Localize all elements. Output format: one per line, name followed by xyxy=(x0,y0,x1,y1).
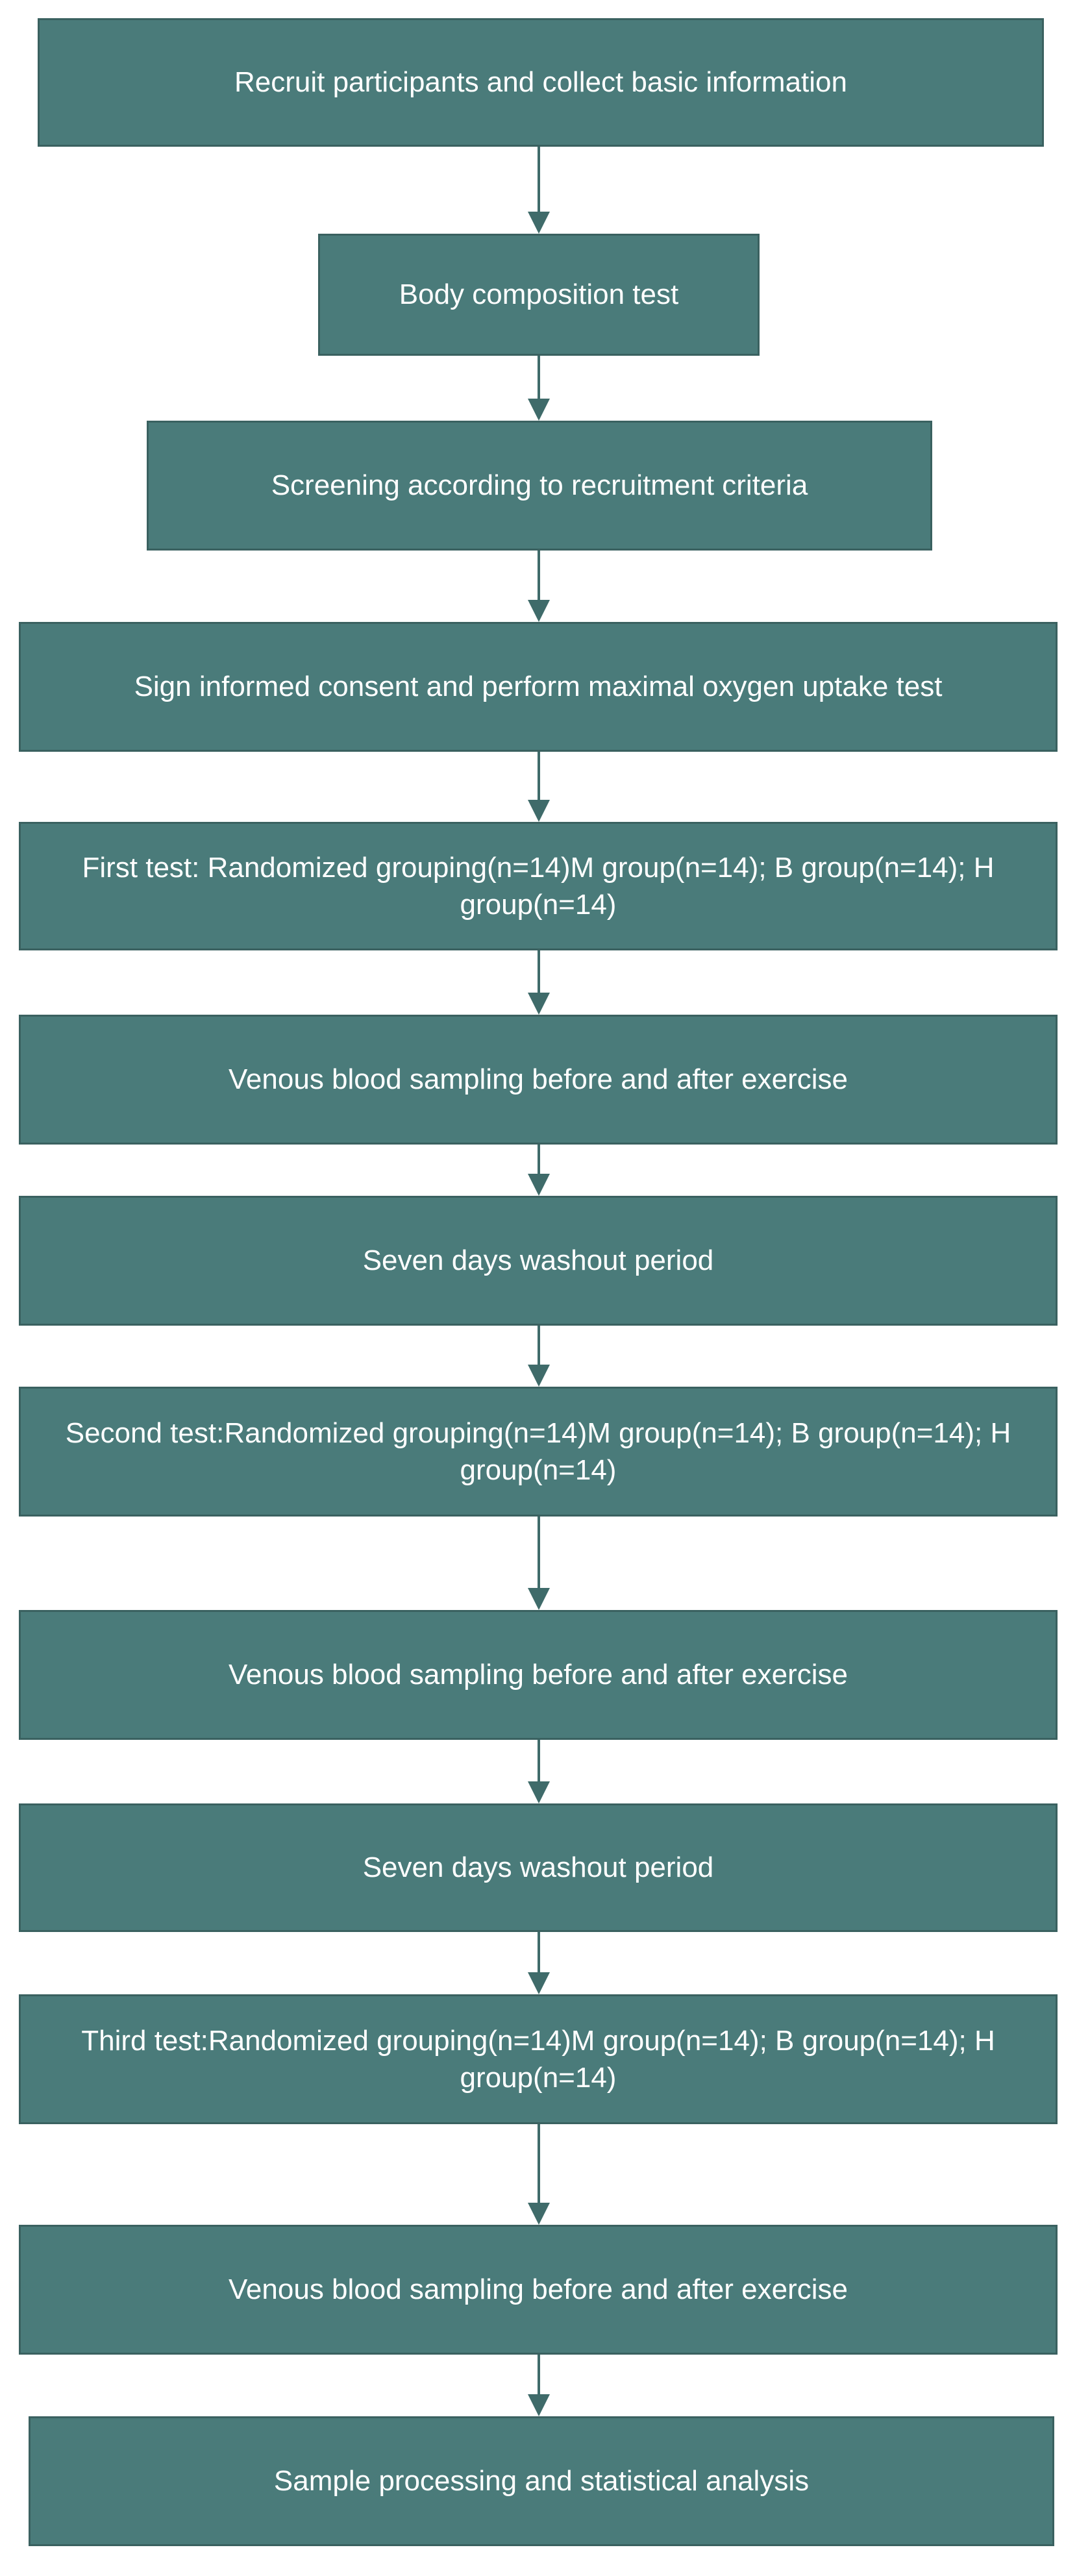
arrow-head-icon xyxy=(528,800,550,822)
arrow-head-icon xyxy=(528,1174,550,1196)
arrow-shaft xyxy=(538,2124,540,2204)
step-blood-sampling-3: Venous blood sampling before and after e… xyxy=(19,2225,1058,2355)
arrow-shaft xyxy=(538,1517,540,1589)
step-first-test: First test: Randomized grouping(n=14)M g… xyxy=(19,822,1058,950)
step-second-test: Second test:Randomized grouping(n=14)M g… xyxy=(19,1387,1058,1517)
arrow-shaft xyxy=(538,147,540,213)
arrow-head-icon xyxy=(528,212,550,234)
arrow-shaft xyxy=(538,752,540,801)
arrow-head-icon xyxy=(528,993,550,1015)
arrow-shaft xyxy=(538,1326,540,1366)
arrow-head-icon xyxy=(528,600,550,622)
step-screening: Screening according to recruitment crite… xyxy=(147,421,932,551)
arrow-shaft xyxy=(538,356,540,400)
step-informed-consent-vo2max: Sign informed consent and perform maxima… xyxy=(19,622,1058,752)
arrow-head-icon xyxy=(528,1972,550,1994)
arrow-head-icon xyxy=(528,1365,550,1387)
step-washout-1: Seven days washout period xyxy=(19,1196,1058,1326)
step-third-test: Third test:Randomized grouping(n=14)M gr… xyxy=(19,1994,1058,2124)
arrow-head-icon xyxy=(528,1781,550,1803)
arrow-head-icon xyxy=(528,2203,550,2225)
step-washout-2: Seven days washout period xyxy=(19,1803,1058,1932)
arrow-head-icon xyxy=(528,399,550,421)
arrow-shaft xyxy=(538,1932,540,1974)
arrow-shaft xyxy=(538,551,540,601)
arrow-shaft xyxy=(538,1740,540,1783)
arrow-head-icon xyxy=(528,1588,550,1610)
step-blood-sampling-1: Venous blood sampling before and after e… xyxy=(19,1015,1058,1145)
arrow-shaft xyxy=(538,2355,540,2396)
arrow-shaft xyxy=(538,950,540,994)
step-recruit-participants: Recruit participants and collect basic i… xyxy=(38,18,1044,147)
step-blood-sampling-2: Venous blood sampling before and after e… xyxy=(19,1610,1058,1740)
step-body-composition-test: Body composition test xyxy=(318,234,760,356)
step-sample-processing: Sample processing and statistical analys… xyxy=(29,2416,1054,2546)
arrow-head-icon xyxy=(528,2394,550,2416)
arrow-shaft xyxy=(538,1145,540,1175)
